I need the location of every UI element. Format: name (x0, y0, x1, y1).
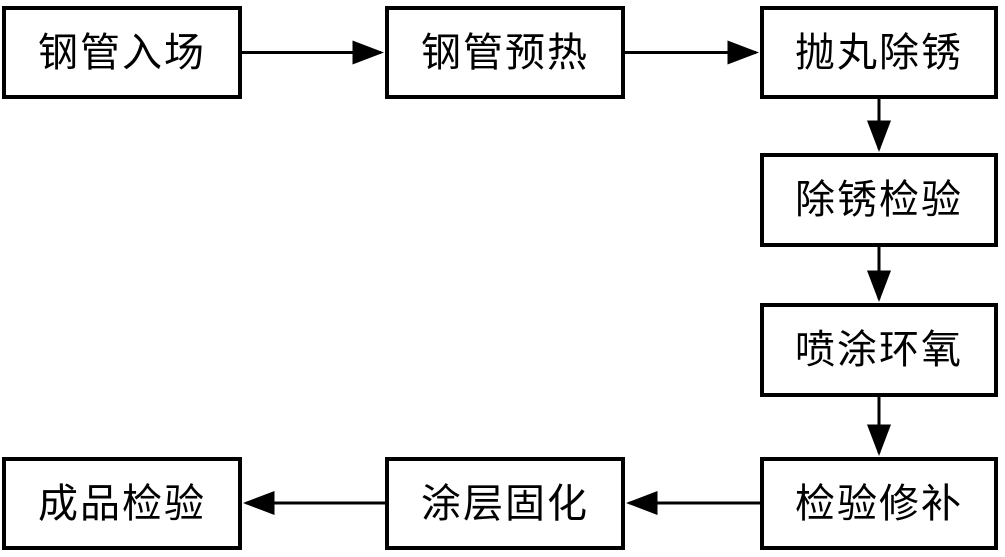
node-label: 成品检验 (38, 480, 206, 526)
flow-node-final-inspection: 成品检验 (2, 457, 242, 550)
flow-node-epoxy-spraying: 喷涂环氧 (760, 303, 998, 397)
flow-node-coating-curing: 涂层固化 (385, 457, 625, 550)
flow-node-inspection-repair: 检验修补 (760, 457, 998, 550)
flow-node-rust-removal-inspection: 除锈检验 (760, 153, 998, 247)
node-label: 涂层固化 (421, 480, 589, 526)
node-label: 抛丸除锈 (795, 29, 963, 75)
flow-node-steel-pipe-entry: 钢管入场 (2, 6, 242, 99)
node-label: 除锈检验 (795, 177, 963, 222)
node-label: 钢管预热 (421, 29, 589, 75)
node-label: 检验修补 (795, 480, 963, 526)
node-label: 钢管入场 (38, 29, 206, 75)
flow-node-pipe-preheating: 钢管预热 (385, 6, 625, 99)
node-label: 喷涂环氧 (795, 327, 963, 372)
flow-node-shot-blasting: 抛丸除锈 (760, 6, 998, 99)
